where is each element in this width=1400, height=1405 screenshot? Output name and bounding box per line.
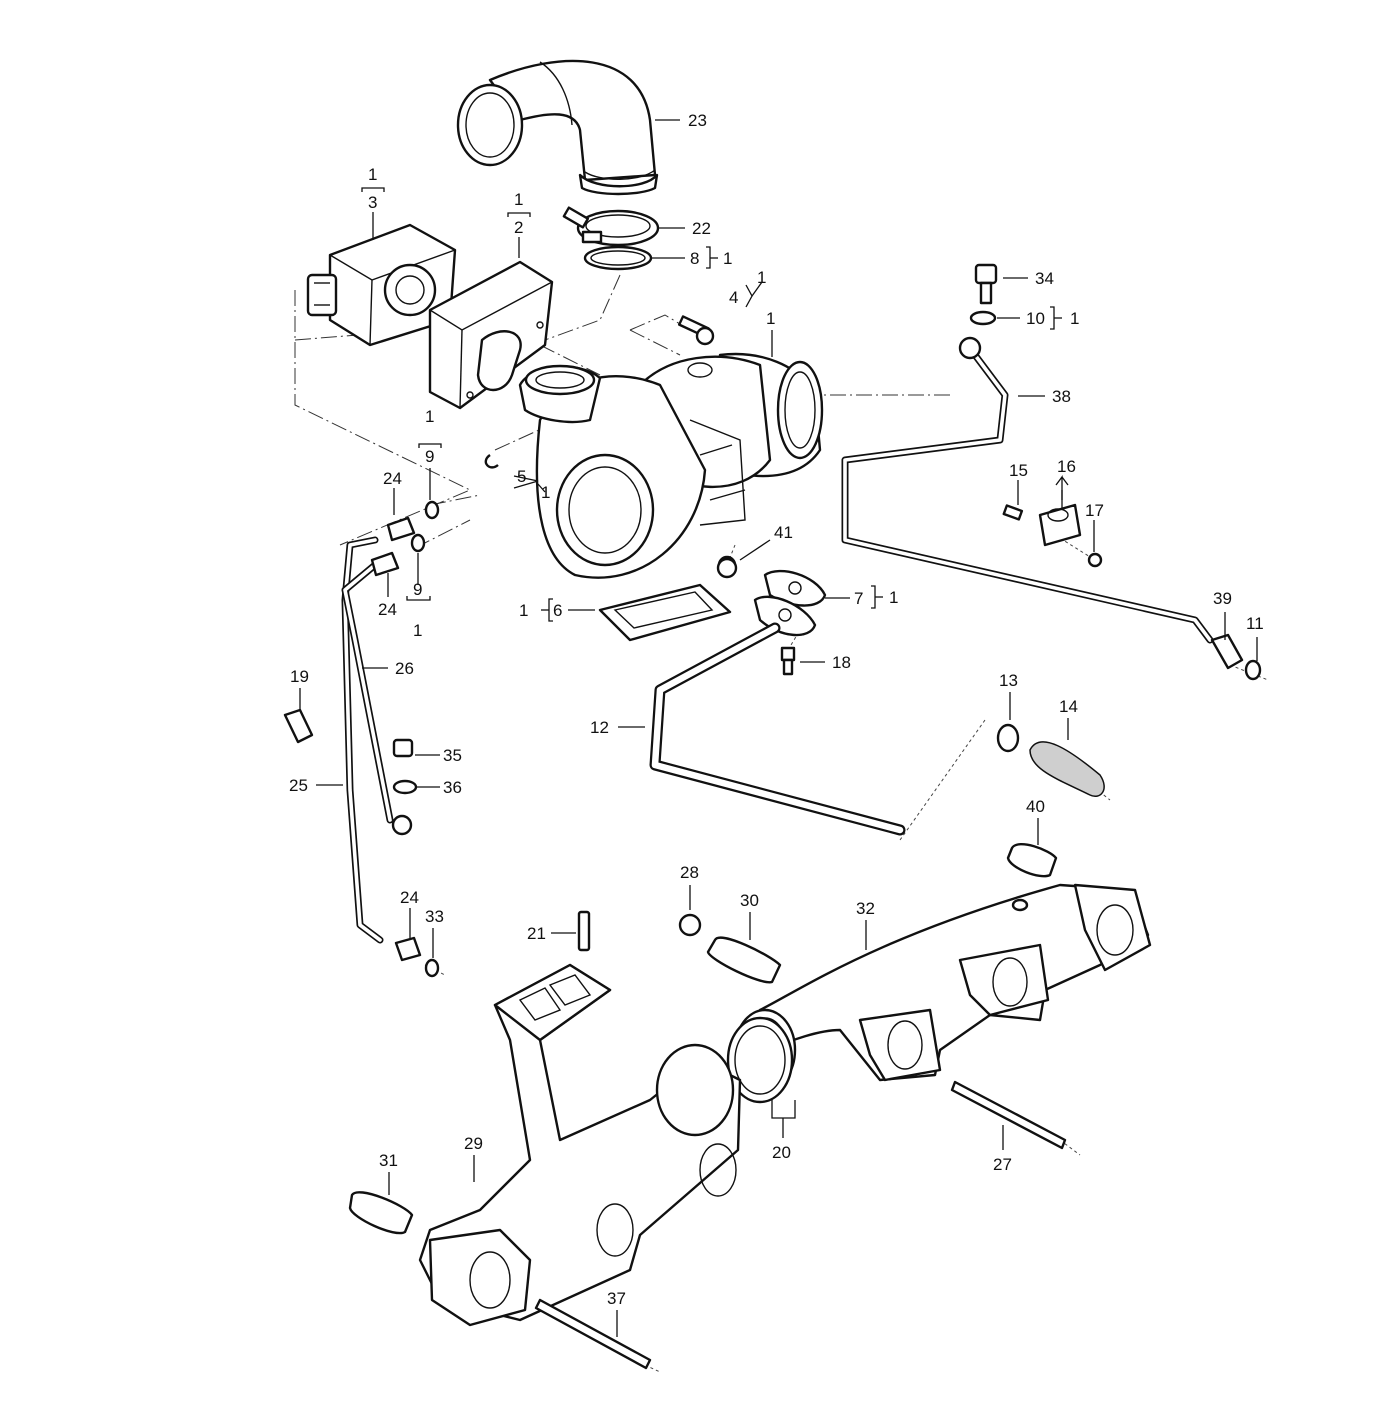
callout-34: 34 (1035, 269, 1054, 288)
callout-31: 31 (379, 1151, 398, 1170)
front-exhaust-manifold (418, 963, 742, 1327)
turbo-bolt (677, 315, 715, 346)
callout-2: 2 (514, 218, 523, 237)
callout-3-group: 1 (368, 165, 377, 184)
callout-21: 21 (527, 924, 546, 943)
callout-32: 32 (856, 899, 875, 918)
coolant-lines (341, 536, 413, 944)
callout-24b: 24 (378, 600, 397, 619)
callout-3: 3 (368, 193, 377, 212)
callout-40: 40 (1026, 797, 1045, 816)
banjo-bolt (974, 263, 998, 305)
callout-39: 39 (1213, 589, 1232, 608)
sealing-rings (726, 1016, 794, 1104)
nut (716, 557, 738, 579)
callout-15: 15 (1009, 461, 1028, 480)
oil-return-gaskets (753, 569, 827, 637)
callout-23: 23 (688, 111, 707, 130)
callout-10: 10 (1026, 309, 1045, 328)
breather-hose (1029, 741, 1105, 797)
fitting-washer (1244, 659, 1262, 681)
oil-return-bolt (780, 646, 796, 676)
actuator (306, 223, 457, 347)
pipe-bracket (1038, 503, 1082, 547)
callout-9b: 9 (413, 580, 422, 599)
callout-19: 19 (290, 667, 309, 686)
callout-12: 12 (590, 718, 609, 737)
front-sleeve (348, 1191, 414, 1235)
plug-washer (392, 779, 418, 795)
callout-5-group: 1 (541, 483, 550, 502)
callout-35: 35 (443, 746, 462, 765)
hose-clamp-small (996, 723, 1020, 753)
callout-28: 28 (680, 863, 699, 882)
callout-5: 5 (517, 467, 526, 486)
callout-25: 25 (289, 776, 308, 795)
hose-clamp (562, 206, 660, 247)
manifold-stud-front (534, 1298, 652, 1370)
callout-29: 29 (464, 1134, 483, 1153)
manifold-stud-rear (950, 1080, 1067, 1150)
callout-24a: 24 (383, 469, 402, 488)
callout-7: 7 (854, 589, 863, 608)
manifold-nut (678, 913, 702, 937)
callout-11: 11 (1246, 614, 1264, 633)
callout-8: 8 (690, 249, 699, 268)
callout-16: 16 (1057, 457, 1076, 476)
rear-exhaust-manifold (733, 883, 1152, 1092)
sleeve (1006, 843, 1058, 878)
leader-lines (299, 119, 1258, 1337)
oil-return-pipe (649, 622, 906, 836)
callout-9a: 9 (425, 447, 434, 466)
callout-1: 1 (766, 309, 775, 328)
sensor-clip (283, 708, 314, 744)
callout-labels: 23 1 3 1 2 22 8 1 1 4 1 34 10 1 38 1 9 5… (289, 111, 1264, 1308)
callout-30: 30 (740, 891, 759, 910)
callout-8-group: 1 (723, 249, 732, 268)
callout-17: 17 (1085, 501, 1104, 520)
callout-4: 4 (729, 288, 738, 307)
callout-18: 18 (832, 653, 851, 672)
callout-36: 36 (443, 778, 462, 797)
callout-14: 14 (1059, 697, 1078, 716)
callout-6-group: 1 (519, 601, 528, 620)
callout-13: 13 (999, 671, 1018, 690)
retaining-clip (484, 454, 499, 469)
oil-feed-line (841, 336, 1214, 644)
callout-10-group: 1 (1070, 309, 1079, 328)
callout-41: 41 (774, 523, 793, 542)
turbine-gasket (598, 583, 732, 642)
turbocharger (518, 352, 824, 579)
callout-33: 33 (425, 907, 444, 926)
callout-38: 38 (1052, 387, 1071, 406)
sealing-washer (969, 310, 997, 326)
elbow-pipe (456, 59, 659, 196)
callout-7-group: 1 (889, 588, 898, 607)
stud (577, 910, 591, 952)
union-fitting (1210, 633, 1244, 670)
callout-24c: 24 (400, 888, 419, 907)
coolant-fittings (370, 500, 440, 978)
callout-6: 6 (553, 601, 562, 620)
manifold-sleeve (706, 936, 782, 984)
adapter-plate (428, 260, 554, 410)
callout-22: 22 (692, 219, 711, 238)
callout-9b-group: 1 (413, 621, 422, 640)
callout-26: 26 (395, 659, 414, 678)
callout-2-group: 1 (514, 190, 523, 209)
bracket-nut (1087, 552, 1103, 568)
bracket-bolt (1002, 504, 1024, 521)
callout-4-group: 1 (757, 268, 766, 287)
plug (392, 738, 414, 758)
callout-9-group: 1 (425, 407, 434, 426)
callout-37: 37 (607, 1289, 626, 1308)
callout-27: 27 (993, 1155, 1012, 1174)
callout-20: 20 (772, 1143, 791, 1162)
